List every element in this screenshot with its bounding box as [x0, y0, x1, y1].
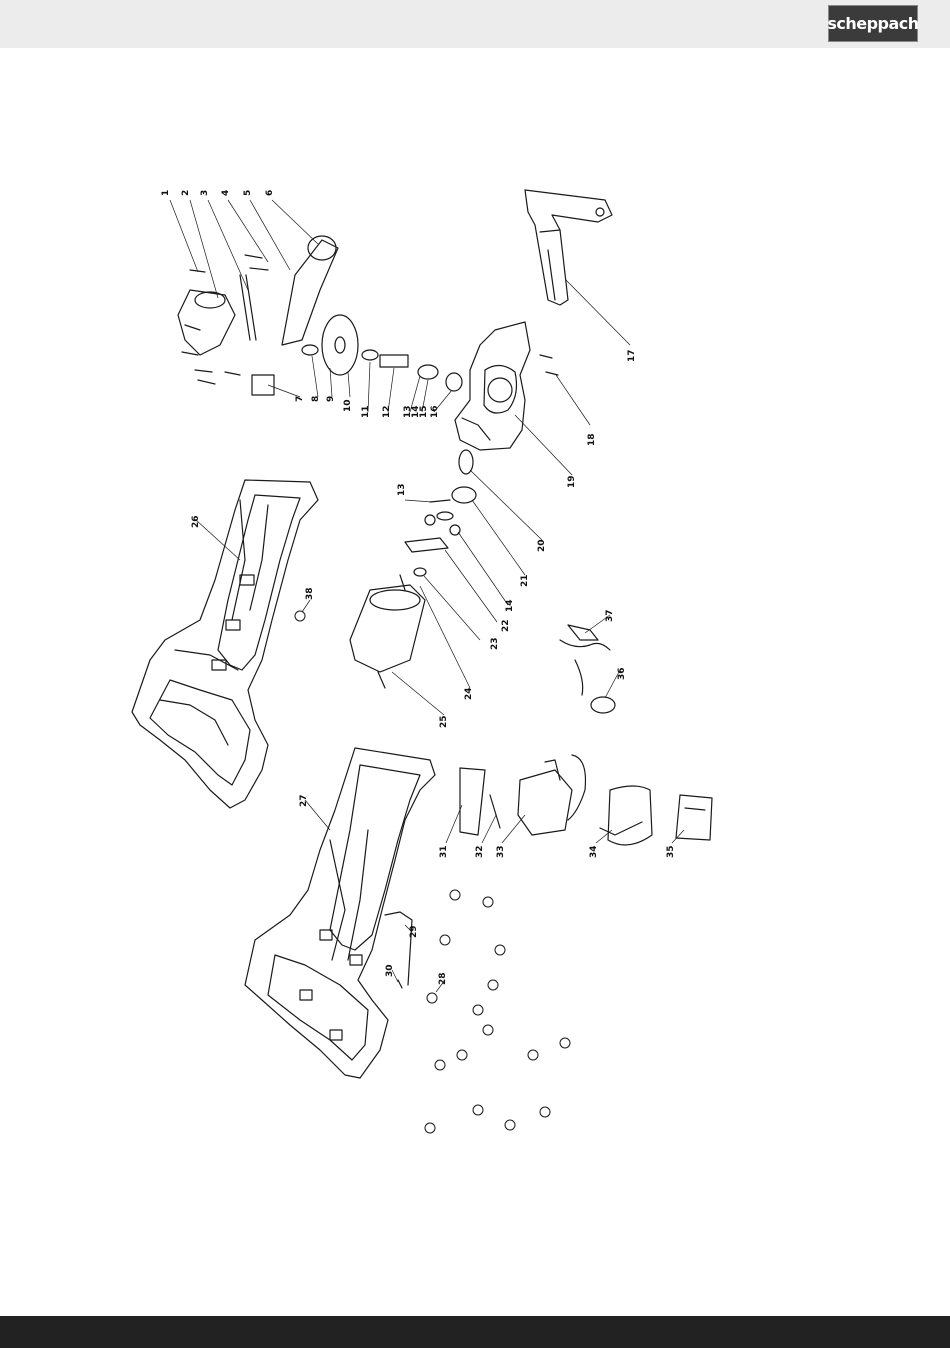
- part-number: 32: [475, 845, 485, 858]
- part-number: 11: [361, 405, 371, 418]
- part-number: 19: [567, 475, 577, 488]
- part-number: 7: [295, 396, 305, 402]
- housing-shell-right: [245, 748, 435, 1078]
- top-mechanism: [178, 236, 558, 395]
- part-number: 24: [464, 687, 474, 700]
- part-number: 37: [605, 609, 615, 622]
- wire-parts: [560, 625, 615, 713]
- part-number: 21: [520, 574, 530, 587]
- part-number: 13: [397, 483, 407, 496]
- gear-parts: [405, 450, 476, 576]
- part-number: 38: [305, 587, 315, 600]
- housing-shell: [132, 480, 318, 808]
- part-number: 18: [587, 433, 597, 446]
- part-number: 17: [627, 349, 637, 362]
- part-number: 2: [181, 190, 191, 196]
- part-number: 15: [419, 405, 429, 418]
- footer-bar: [0, 1316, 950, 1348]
- part-number: 23: [490, 637, 500, 650]
- part-number: 14: [505, 599, 515, 612]
- part-number: 35: [666, 845, 676, 858]
- part-number: 22: [501, 619, 511, 632]
- part-number: 33: [496, 845, 506, 858]
- part-number: 20: [537, 539, 547, 552]
- gear-housing: [455, 322, 530, 450]
- part-number: 26: [191, 515, 201, 528]
- part-number: 1: [161, 190, 171, 196]
- part-number: 12: [382, 405, 392, 418]
- part-number: 10: [343, 399, 353, 412]
- part-number: 3: [200, 190, 210, 196]
- part-number: 36: [617, 667, 627, 680]
- part-number: 5: [243, 190, 253, 196]
- part-number: 25: [439, 715, 449, 728]
- part-number: 34: [589, 845, 599, 858]
- motor: [350, 575, 425, 688]
- part-number: 28: [438, 972, 448, 985]
- part-number: 9: [326, 396, 336, 402]
- switch-parts: [460, 755, 712, 845]
- part-number-labels: 1 2 3 4 5 6 7 8 9 10 11 12 13 14 15 16 1…: [161, 190, 676, 985]
- part-number: 4: [221, 190, 231, 196]
- part-number: 8: [311, 396, 321, 402]
- part-number: 27: [299, 794, 309, 807]
- blade-clamp: [525, 190, 612, 305]
- part-number: 16: [430, 405, 440, 418]
- part-number: 30: [385, 964, 395, 977]
- part-number: 6: [265, 190, 275, 196]
- part-number: 29: [409, 925, 419, 938]
- part-number: 31: [439, 845, 449, 858]
